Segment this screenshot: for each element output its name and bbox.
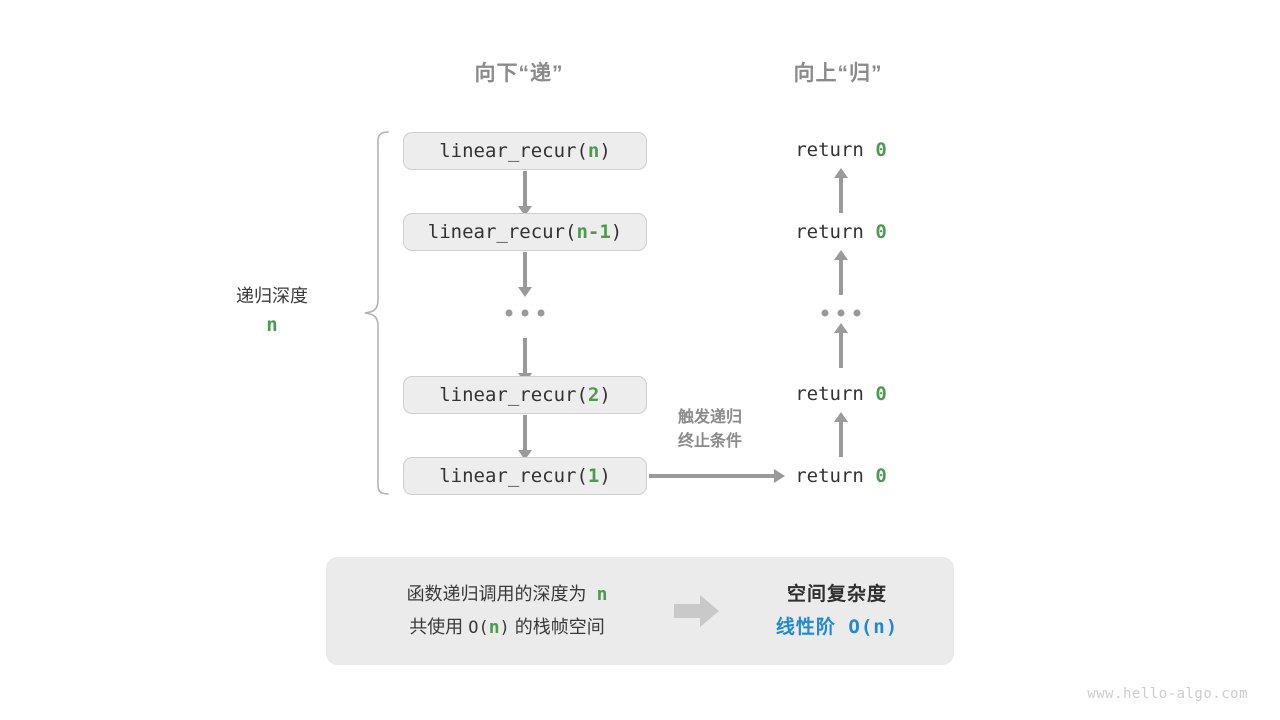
arrow-up-4	[839, 421, 843, 457]
call-box-1-suffix: )	[599, 465, 611, 487]
recursion-depth-brace	[364, 131, 389, 495]
return-label-2: return 0	[795, 221, 887, 243]
recursion-depth-label: 递归深度 n	[236, 283, 308, 340]
arrow-down-3	[523, 338, 527, 374]
return-keyword-2: return	[795, 221, 864, 243]
summary-right-text: 空间复杂度 线性阶 O(n)	[726, 578, 954, 645]
arrow-up-3	[839, 332, 843, 368]
summary-complexity-title: 空间复杂度	[786, 583, 887, 605]
heading-downward-recursion: 向下“递”	[474, 62, 564, 85]
call-box-1-prefix: linear_recur(	[439, 465, 588, 487]
summary-line-2-bigo-close: )	[499, 617, 510, 638]
return-value-2: 0	[875, 221, 887, 243]
summary-complexity-bigo: O(n)	[848, 616, 899, 638]
call-box-n-minus-1-arg: n-1	[576, 221, 611, 243]
ellipsis-call-stack	[505, 309, 545, 317]
call-box-n-minus-1-suffix: )	[610, 221, 623, 243]
summary-line-1-text: 函数递归调用的深度为	[406, 583, 587, 604]
base-case-note: 触发递归 终止条件	[678, 406, 742, 454]
summary-line-2: 共使用 O(n) 的栈帧空间	[346, 611, 668, 644]
arrow-down-1	[523, 171, 527, 207]
call-box-2: linear_recur(2)	[403, 376, 647, 414]
return-label-3: return 0	[795, 383, 887, 405]
summary-panel: 函数递归调用的深度为 n 共使用 O(n) 的栈帧空间 空间复杂度 线性阶 O(…	[326, 557, 954, 665]
return-value-1: 0	[875, 139, 887, 161]
site-watermark: www.hello-algo.com	[1087, 686, 1248, 702]
summary-line-2-bigo-open: O(	[468, 617, 489, 638]
call-box-1-arg: 1	[587, 465, 600, 487]
arrow-down-2	[523, 252, 527, 288]
arrow-down-4	[523, 415, 527, 451]
heading-upward-return: 向上“归”	[793, 62, 883, 85]
return-keyword-4: return	[795, 465, 864, 487]
call-box-n: linear_recur(n)	[403, 132, 647, 170]
arrow-up-2	[839, 259, 843, 295]
arrow-base-case-to-return	[649, 474, 775, 478]
base-case-note-line1: 触发递归	[677, 409, 743, 426]
block-arrow-icon	[674, 595, 719, 627]
recursion-depth-text: 递归深度	[236, 286, 308, 306]
call-box-n-suffix: )	[599, 140, 611, 162]
summary-line-1-n: n	[596, 583, 608, 605]
return-keyword-3: return	[795, 383, 864, 405]
call-box-n-arg: n	[587, 140, 600, 162]
summary-line-2-text-b: 的栈帧空间	[514, 616, 605, 637]
call-box-2-arg: 2	[587, 384, 600, 406]
call-box-n-minus-1: linear_recur(n-1)	[403, 213, 647, 251]
summary-complexity-value: 线性阶 O(n)	[726, 611, 948, 644]
call-box-2-suffix: )	[599, 384, 611, 406]
call-box-n-minus-1-prefix: linear_recur(	[427, 221, 577, 243]
ellipsis-return-stack	[821, 309, 861, 317]
return-value-4: 0	[875, 465, 887, 487]
return-keyword-1: return	[795, 139, 864, 161]
base-case-note-line2: 终止条件	[677, 433, 743, 450]
summary-line-2-text-a: 共使用	[409, 616, 464, 637]
call-box-n-prefix: linear_recur(	[439, 140, 588, 162]
summary-line-1: 函数递归调用的深度为 n	[346, 578, 668, 611]
call-box-1: linear_recur(1)	[403, 457, 647, 495]
summary-implies-arrow	[668, 594, 726, 628]
summary-left-text: 函数递归调用的深度为 n 共使用 O(n) 的栈帧空间	[326, 578, 668, 645]
return-value-3: 0	[875, 383, 887, 405]
arrow-up-1	[839, 177, 843, 213]
summary-line-2-n: n	[488, 616, 500, 638]
recursion-depth-value: n	[266, 313, 278, 336]
return-label-1: return 0	[795, 139, 887, 161]
call-box-2-prefix: linear_recur(	[439, 384, 588, 406]
summary-complexity-order: 线性阶	[775, 617, 836, 638]
return-label-4: return 0	[795, 465, 887, 487]
